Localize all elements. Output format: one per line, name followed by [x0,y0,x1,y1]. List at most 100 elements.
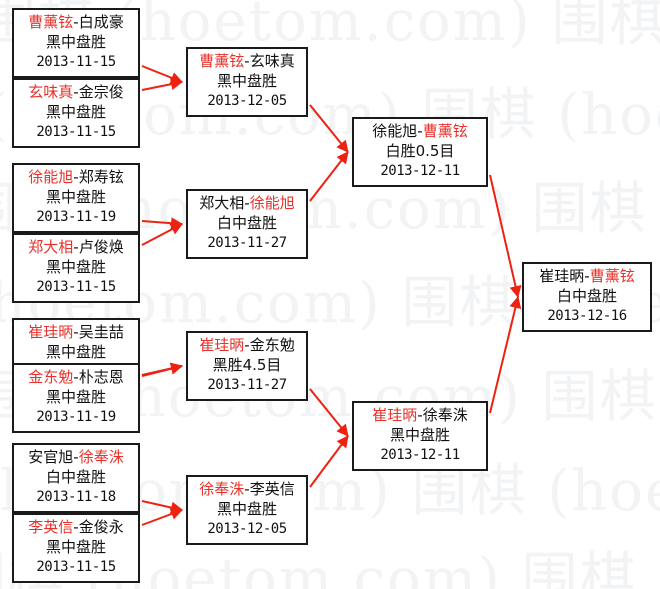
match-box[interactable]: 崔珪昞-金东勉黑胜4.5目 2013-11-27 [186,331,308,401]
match-box[interactable]: 李英信-金俊永黑中盘胜 2013-11-15 [12,513,140,583]
player-loser: 吴圭喆 [78,323,124,341]
player-separator: - [73,368,79,386]
match-date: 2013-11-15 [36,278,116,295]
player-loser: 朴志恩 [78,368,124,386]
player-separator: - [73,518,79,536]
player-separator: - [73,448,79,466]
bracket-connector [141,508,183,526]
bracket-connector [141,223,183,246]
match-players: 崔珪昞-金东勉 [188,336,306,356]
player-loser: 李英信 [249,480,295,498]
match-date: 2013-12-05 [207,92,287,109]
match-result: 黑中盘胜 [45,537,106,556]
player-loser: 玄味真 [249,52,295,70]
match-date: 2013-11-27 [207,376,287,393]
player-winner: 玄味真 [28,83,74,101]
match-date: 2013-12-05 [207,520,287,537]
player-winner: 徐奉洙 [78,448,124,466]
player-winner: 崔珪昞 [199,336,245,354]
player-winner: 曹薰铉 [422,122,468,140]
match-date: 2013-12-11 [380,162,460,179]
player-winner: 李英信 [28,518,74,536]
match-players: 郑大相-徐能旭 [188,194,306,214]
match-result: 黑中盘胜 [216,71,277,90]
match-result: 白中盘胜 [556,286,617,305]
player-loser: 徐奉洙 [422,406,468,424]
match-players: 安官旭-徐奉洙 [14,448,138,468]
match-players: 徐能旭-曹薰铉 [354,122,486,142]
player-loser: 白成豪 [78,13,124,31]
bracket-connector [141,65,183,84]
bracket-connector [141,362,183,377]
match-result: 白胜0.5目 [385,141,455,160]
player-winner: 金东勉 [28,368,74,386]
match-result: 黑中盘胜 [45,32,106,51]
bracket-connector [141,78,183,91]
player-separator: - [244,480,250,498]
match-players: 崔珪昞-曹薰铉 [524,267,650,287]
player-winner: 徐奉洙 [199,480,245,498]
match-box[interactable]: 徐能旭-曹薰铉白胜0.5目 2013-12-11 [352,117,488,187]
match-date: 2013-11-15 [36,558,116,575]
match-result: 黑中盘胜 [389,425,450,444]
player-winner: 郑大相 [28,238,74,256]
match-players: 崔珪昞-吴圭喆 [14,323,138,343]
player-separator: - [244,52,250,70]
player-loser: 卢俊焕 [78,238,124,256]
match-box[interactable]: 郑大相-卢俊焕黑中盘胜 2013-11-15 [12,233,140,303]
player-loser: 徐能旭 [372,122,418,140]
player-separator: - [417,122,423,140]
match-result: 黑胜4.5目 [212,355,282,374]
match-result: 黑中盘胜 [45,257,106,276]
player-loser: 金东勉 [249,336,295,354]
bracket-connector [309,388,349,437]
bracket-connector [141,500,183,514]
player-winner: 曹薰铉 [589,267,635,285]
bracket-connector [141,362,183,376]
match-result: 黑中盘胜 [45,342,106,361]
match-result: 黑中盘胜 [45,187,106,206]
match-players: 郑大相-卢俊焕 [14,238,138,258]
match-players: 徐能旭-郑寿铉 [14,168,138,188]
match-players: 曹薰铉-玄味真 [188,52,306,72]
player-separator: - [73,168,79,186]
player-separator: - [244,194,250,212]
match-date: 2013-11-15 [36,123,116,140]
player-loser: 郑寿铉 [78,168,124,186]
match-box[interactable]: 曹薰铉-白成豪黑中盘胜 2013-11-15 [12,8,140,78]
player-winner: 崔珪昞 [372,406,418,424]
player-loser: 金宗俊 [78,83,124,101]
player-winner: 崔珪昞 [28,323,74,341]
match-box[interactable]: 崔珪昞-徐奉洙黑中盘胜 2013-12-11 [352,401,488,471]
player-separator: - [244,336,250,354]
match-date: 2013-12-16 [547,307,627,324]
bracket-connector [489,296,522,414]
bracket-connector [141,217,183,230]
player-loser: 安官旭 [28,448,74,466]
match-box[interactable]: 曹薰铉-玄味真黑中盘胜 2013-12-05 [186,47,308,117]
player-winner: 曹薰铉 [28,13,74,31]
player-separator: - [417,406,423,424]
player-separator: - [73,83,79,101]
match-players: 金东勉-朴志恩 [14,368,138,388]
match-date: 2013-12-11 [380,446,460,463]
player-winner: 徐能旭 [28,168,74,186]
match-players: 李英信-金俊永 [14,518,138,538]
player-separator: - [73,238,79,256]
bracket-connector [309,151,349,202]
player-loser: 崔珪昞 [539,267,585,285]
match-players: 崔珪昞-徐奉洙 [354,406,486,426]
player-loser: 郑大相 [199,194,245,212]
match-date: 2013-11-15 [36,53,116,70]
match-date: 2013-11-18 [36,488,116,505]
match-box[interactable]: 崔珪昞-曹薰铉白中盘胜 2013-12-16 [522,262,652,332]
match-players: 曹薰铉-白成豪 [14,13,138,33]
player-separator: - [73,323,79,341]
